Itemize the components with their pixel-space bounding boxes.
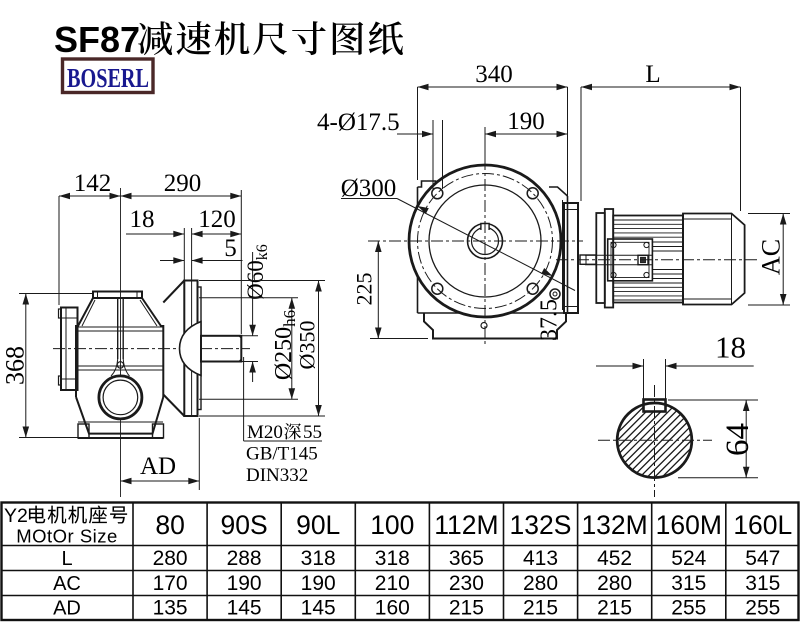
svg-text:315: 315: [671, 572, 706, 595]
svg-text:55: 55: [303, 422, 322, 443]
svg-text:160: 160: [375, 597, 410, 620]
svg-text:AD: AD: [53, 598, 81, 620]
svg-text:18: 18: [715, 330, 746, 365]
svg-text:4-Ø17.5: 4-Ø17.5: [317, 109, 400, 136]
svg-text:90L: 90L: [296, 510, 340, 540]
svg-text:37.5: 37.5: [537, 299, 563, 341]
svg-text:90S: 90S: [221, 510, 268, 540]
svg-text:280: 280: [523, 572, 558, 595]
svg-text:215: 215: [449, 597, 484, 620]
svg-text:GB/T145: GB/T145: [246, 444, 318, 465]
svg-text:190: 190: [507, 108, 545, 135]
svg-text:Y2: Y2: [4, 505, 28, 527]
svg-text:112M: 112M: [434, 510, 498, 540]
svg-text:255: 255: [671, 597, 706, 620]
svg-text:Ø300: Ø300: [341, 175, 397, 202]
svg-text:SF87: SF87: [54, 19, 140, 60]
svg-text:170: 170: [153, 572, 188, 595]
svg-text:190: 190: [227, 572, 262, 595]
svg-text:120: 120: [198, 206, 236, 233]
svg-text:AC: AC: [757, 239, 786, 275]
svg-text:524: 524: [671, 547, 706, 570]
svg-text:18: 18: [130, 206, 155, 233]
svg-text:132S: 132S: [510, 510, 572, 540]
svg-text:160M: 160M: [656, 510, 722, 540]
svg-text:135: 135: [153, 597, 188, 620]
svg-text:L: L: [645, 61, 660, 88]
svg-text:230: 230: [449, 572, 484, 595]
svg-text:280: 280: [153, 547, 188, 570]
svg-text:AD: AD: [140, 453, 176, 480]
svg-text:288: 288: [227, 547, 262, 570]
svg-text:215: 215: [597, 597, 632, 620]
svg-text:80: 80: [155, 510, 184, 540]
svg-text:145: 145: [301, 597, 336, 620]
svg-text:210: 210: [375, 572, 410, 595]
svg-text:132M: 132M: [581, 510, 647, 540]
svg-text:DIN332: DIN332: [246, 465, 308, 486]
svg-text:318: 318: [301, 547, 336, 570]
svg-text:MOtOr Size: MOtOr Size: [16, 526, 118, 547]
svg-text:5: 5: [224, 235, 237, 262]
svg-text:64: 64: [720, 423, 756, 456]
svg-text:318: 318: [375, 547, 410, 570]
svg-text:225: 225: [352, 273, 377, 306]
svg-text:255: 255: [745, 597, 780, 620]
svg-text:215: 215: [523, 597, 558, 620]
svg-text:160L: 160L: [733, 510, 792, 540]
svg-text:145: 145: [227, 597, 262, 620]
svg-text:413: 413: [523, 547, 558, 570]
svg-text:368: 368: [1, 346, 30, 385]
svg-text:100: 100: [370, 510, 414, 540]
svg-text:452: 452: [597, 547, 632, 570]
svg-text:BOSERL: BOSERL: [67, 63, 149, 93]
svg-text:290: 290: [164, 170, 202, 197]
svg-text:340: 340: [475, 61, 513, 88]
svg-text:AC: AC: [53, 573, 81, 595]
svg-text:365: 365: [449, 547, 484, 570]
svg-text:142: 142: [74, 170, 112, 197]
svg-text:280: 280: [597, 572, 632, 595]
svg-text:L: L: [61, 548, 72, 570]
svg-text:M20: M20: [247, 422, 283, 443]
svg-text:Ø350: Ø350: [295, 321, 320, 370]
svg-text:315: 315: [745, 572, 780, 595]
svg-text:547: 547: [745, 547, 780, 570]
svg-text:190: 190: [301, 572, 336, 595]
